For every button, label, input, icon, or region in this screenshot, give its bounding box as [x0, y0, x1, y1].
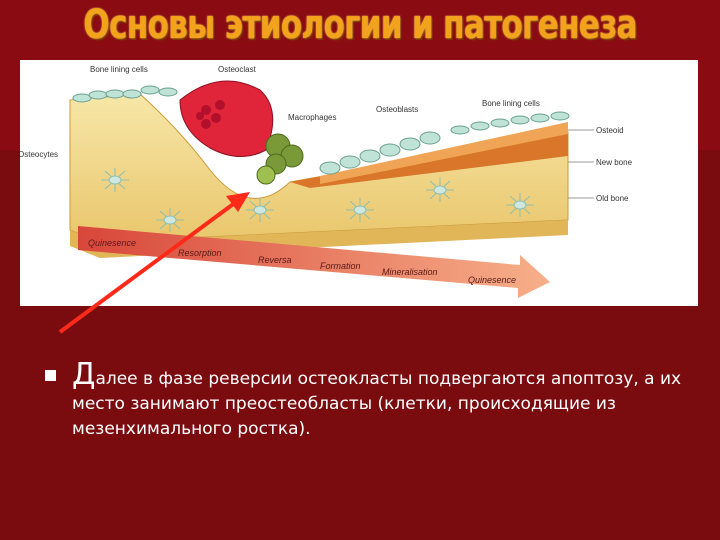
label-osteoblasts: Osteoblasts	[376, 105, 418, 114]
osteoclast-cell	[179, 80, 274, 157]
phase-resorption: Resorption	[178, 248, 222, 258]
bullet-text: Далее в фазе реверсии остеокласты подвер…	[72, 360, 692, 442]
label-macrophages: Macrophages	[288, 113, 336, 122]
osteoblast-cells	[319, 131, 441, 175]
phase-quinesence-end: Quinesence	[468, 275, 516, 285]
bone-lining-cells-right	[450, 111, 570, 135]
phase-formation: Formation	[320, 261, 361, 271]
label-bone-lining-cells-right: Bone lining cells	[482, 99, 540, 108]
osteocyte-cells	[101, 168, 534, 232]
old-bone-block	[69, 93, 569, 243]
bullet-drop-cap: Д	[72, 357, 96, 392]
label-osteoclast: Osteoclast	[218, 65, 257, 74]
phase-reversal: Reversa	[258, 255, 292, 265]
square-bullet-icon	[45, 370, 56, 381]
phase-mineralisation: Mineralisation	[382, 267, 438, 277]
label-osteocytes: Osteocytes	[20, 150, 58, 159]
slide-title: Основы этиологии и патогенеза	[83, 2, 637, 48]
label-leader-lines	[568, 129, 594, 199]
label-osteoid: Osteoid	[596, 126, 624, 135]
phase-timeline-arrow	[78, 226, 550, 298]
label-new-bone: New bone	[596, 158, 633, 167]
phase-quinesence-start: Quinesence	[88, 238, 136, 248]
bone-remodeling-figure: Bone lining cells Osteoclast Macrophages…	[20, 60, 698, 306]
label-old-bone: Old bone	[596, 194, 629, 203]
bone-remodeling-diagram: Bone lining cells Osteoclast Macrophages…	[20, 65, 633, 298]
label-bone-lining-cells-left: Bone lining cells	[90, 65, 148, 74]
bone-lining-cells-left	[72, 85, 178, 103]
macrophage-cells	[256, 133, 304, 185]
bullet-body: алее в фазе реверсии остеокласты подверг…	[72, 369, 682, 439]
osteoid-layer	[320, 122, 568, 184]
